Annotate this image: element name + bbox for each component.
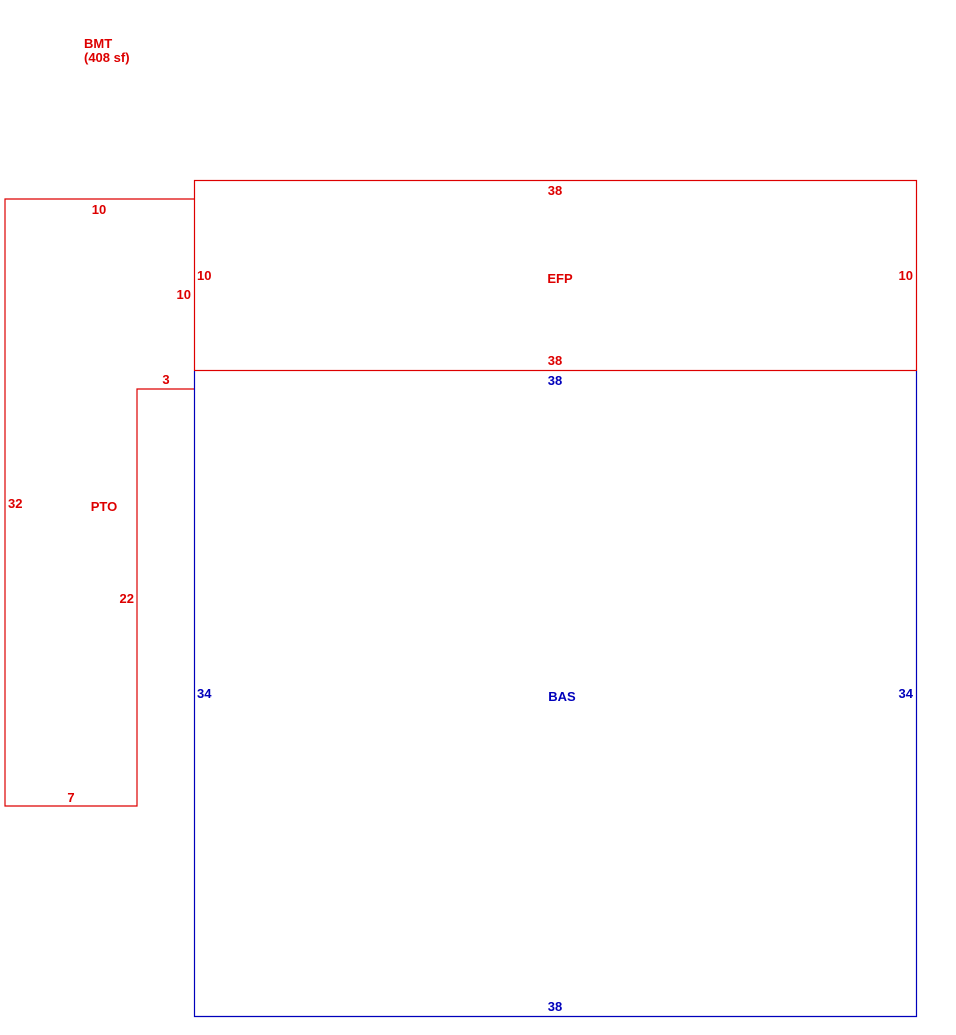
bas-outline [193,371,918,1018]
efp-left-dimension: 10 [197,268,211,283]
bas-bottom-dimension: 38 [548,999,562,1014]
legend-area: (408 sf) [84,50,130,65]
pto-inner-side-dimension: 22 [120,591,134,606]
efp-top-dimension: 38 [548,183,562,198]
pto-notch-dimension: 3 [162,372,169,387]
pto-outline [4,198,194,807]
legend-code: BMT [84,36,112,51]
pto-bottom-dimension: 7 [67,790,74,805]
bas-left-dimension: 34 [197,686,212,701]
pto-upper-side-dimension: 10 [177,287,191,302]
bas-top-dimension: 38 [548,373,562,388]
pto-outer-side-dimension: 32 [8,496,22,511]
efp-code-label: EFP [547,271,573,286]
efp-outline [193,179,918,372]
pto-top-dimension: 10 [92,202,106,217]
efp-bottom-dimension: 38 [548,353,562,368]
bas-right-dimension: 34 [899,686,914,701]
pto-code-label: PTO [91,499,118,514]
efp-right-dimension: 10 [899,268,913,283]
bas-code-label: BAS [548,689,576,704]
